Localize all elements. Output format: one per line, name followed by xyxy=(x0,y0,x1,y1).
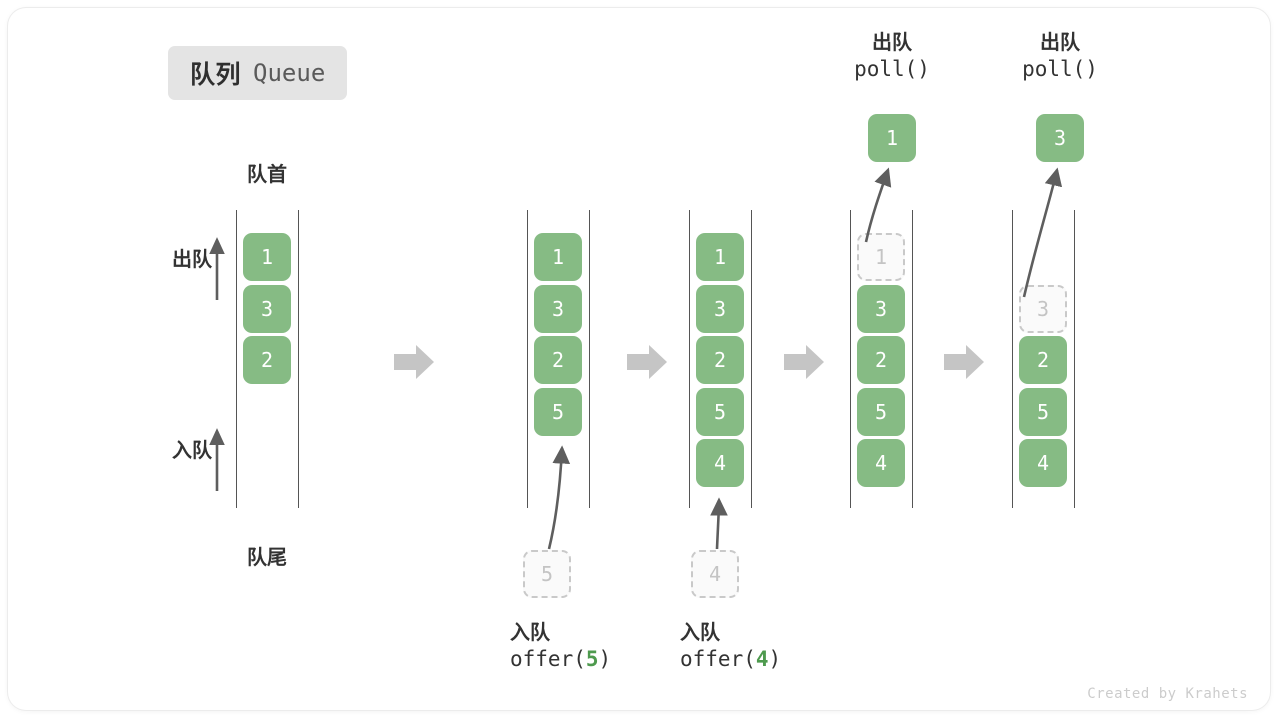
queue-slot-after-poll-3-3: 5 xyxy=(1019,387,1067,436)
queue-slot-after-poll-3-2: 2 xyxy=(1019,336,1067,384)
queue-rail-left xyxy=(850,210,851,508)
pending-value-box-offer-5: 5 xyxy=(523,550,571,598)
caption-offer-5: 入队 offer(5) xyxy=(510,620,710,674)
step-arrow-2 xyxy=(625,342,669,387)
queue-slot-after-offer-4-1: 3 xyxy=(696,284,744,333)
queue-slot-after-offer-4-3: 5 xyxy=(696,387,744,436)
caption-cn-offer-4: 入队 xyxy=(680,622,720,644)
queue-slot-after-poll-1-4: 4 xyxy=(857,439,905,487)
step-arrow-1 xyxy=(392,342,436,387)
queue-tail-label: 队尾 xyxy=(247,547,287,569)
caption-cn-poll-3: 出队 xyxy=(1040,32,1080,54)
caption-offer-4: 入队 offer(4) xyxy=(680,620,880,674)
queue-rail-right xyxy=(912,210,913,508)
queue-slot-after-offer-5-3: 5 xyxy=(534,387,582,436)
dequeued-value-box-poll-1: 1 xyxy=(868,114,916,162)
queue-slot-after-poll-3-1: 3 xyxy=(1019,284,1067,333)
queue-slot-after-offer-5-0: 1 xyxy=(534,233,582,281)
caption-poll-1: 出队 poll() xyxy=(802,30,982,84)
diagram-title-badge: 队列 Queue xyxy=(168,46,348,100)
dequeue-direction-label: 出队 xyxy=(172,249,212,271)
caption-code-offer-4: offer(4) xyxy=(680,647,782,672)
queue-rail-left xyxy=(689,210,690,508)
queue-slot-after-offer-4-0: 1 xyxy=(696,233,744,281)
caption-cn-offer-5: 入队 xyxy=(510,622,550,644)
caption-arg-offer-4: 4 xyxy=(755,647,769,672)
step-arrow-4 xyxy=(942,342,986,387)
pending-value-box-offer-4: 4 xyxy=(691,550,739,598)
queue-slot-after-poll-1-3: 5 xyxy=(857,387,905,436)
queue-rail-right xyxy=(589,210,590,508)
caption-cn-poll-1: 出队 xyxy=(872,32,912,54)
queue-rail-right xyxy=(1074,210,1075,508)
queue-slot-after-offer-4-2: 2 xyxy=(696,336,744,384)
caption-code-poll-3: poll() xyxy=(1022,57,1098,82)
queue-slot-after-poll-1-0: 1 xyxy=(857,233,905,281)
queue-rail-left xyxy=(527,210,528,508)
queue-slot-after-poll-1-2: 2 xyxy=(857,336,905,384)
enqueue-direction-label: 入队 xyxy=(172,440,212,462)
dequeued-value-box-poll-3: 3 xyxy=(1036,114,1084,162)
queue-rail-right xyxy=(298,210,299,508)
queue-head-label: 队首 xyxy=(247,164,287,186)
queue-rail-right xyxy=(751,210,752,508)
caption-arg-offer-5: 5 xyxy=(585,647,599,672)
caption-poll-3: 出队 poll() xyxy=(970,30,1150,84)
queue-slot-initial-queue-2: 2 xyxy=(243,336,291,384)
queue-slot-after-poll-1-1: 3 xyxy=(857,284,905,333)
step-arrow-3 xyxy=(782,342,826,387)
diagram-title-cn: 队列 xyxy=(190,61,242,89)
diagram-title-en: Queue xyxy=(253,59,326,87)
credit-text: Created by Krahets xyxy=(1087,686,1248,702)
queue-rail-left xyxy=(236,210,237,508)
queue-rail-left xyxy=(1012,210,1013,508)
queue-slot-after-offer-5-2: 2 xyxy=(534,336,582,384)
caption-code-offer-5: offer(5) xyxy=(510,647,612,672)
queue-slot-after-offer-4-4: 4 xyxy=(696,439,744,487)
caption-code-poll-1: poll() xyxy=(854,57,930,82)
queue-slot-initial-queue-1: 3 xyxy=(243,284,291,333)
queue-slot-initial-queue-0: 1 xyxy=(243,233,291,281)
queue-slot-after-poll-3-4: 4 xyxy=(1019,439,1067,487)
queue-slot-after-offer-5-1: 3 xyxy=(534,284,582,333)
